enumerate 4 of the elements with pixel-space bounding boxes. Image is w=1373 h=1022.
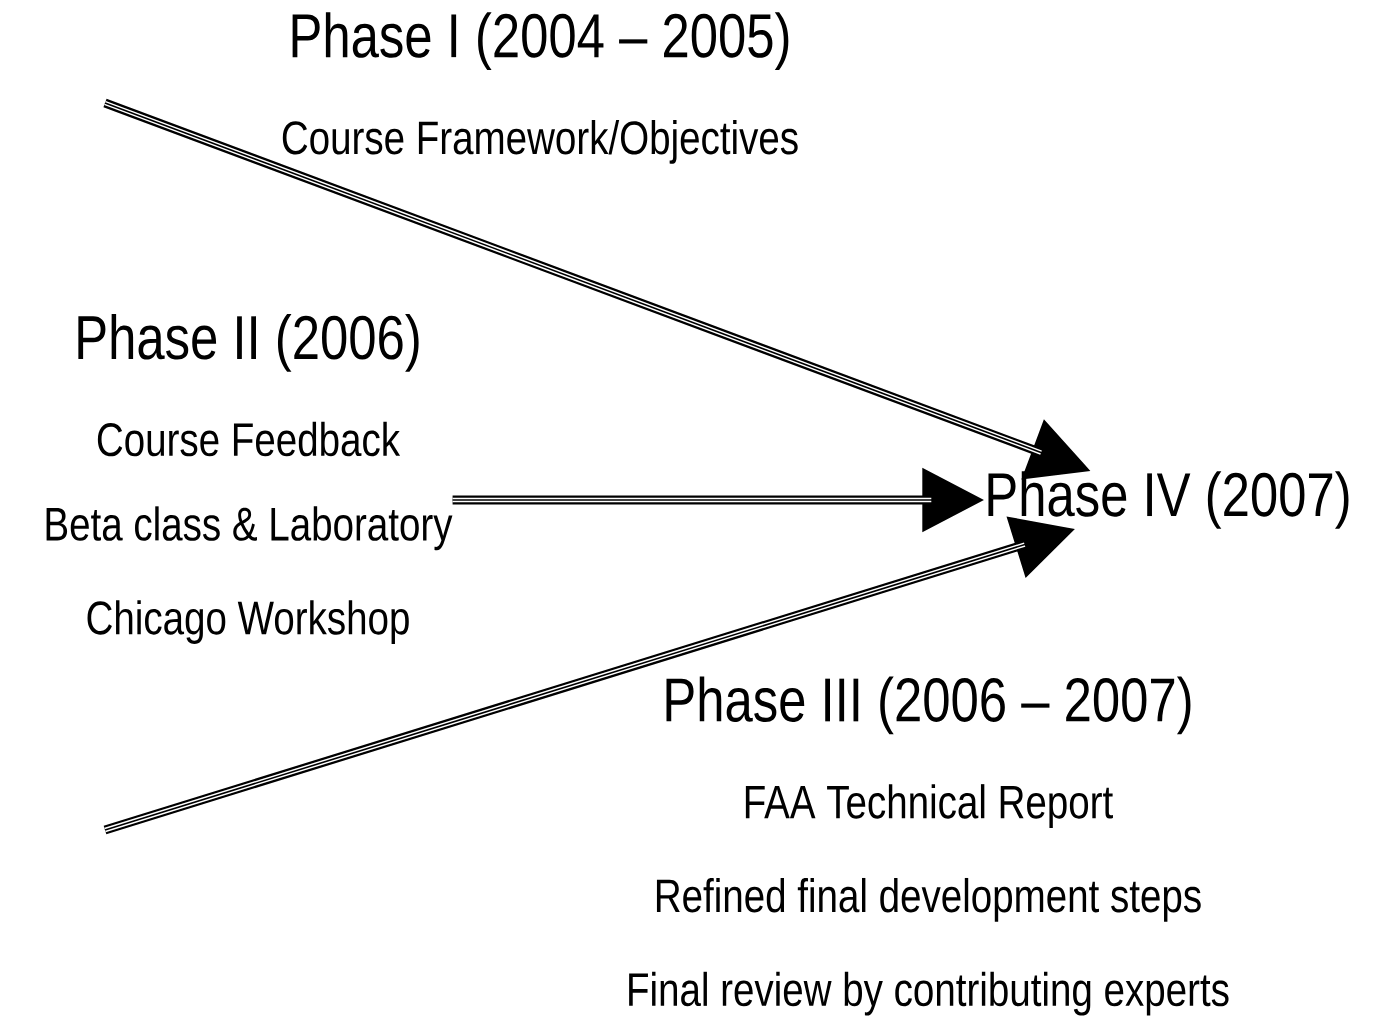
phase-label: Phase III (2006 – 2007) FAA Technical Report Refined final development steps Final review by contributing experts	[629, 676, 1229, 1016]
phase-label: Phase I (2004 – 2005) Course Framework/Objectives	[282, 12, 798, 164]
phase-label: Phase IV (2007)	[988, 471, 1349, 529]
phase-label: Phase II (2006) Course Feedback Beta class & Laboratory Chicago Workshop	[46, 314, 453, 644]
